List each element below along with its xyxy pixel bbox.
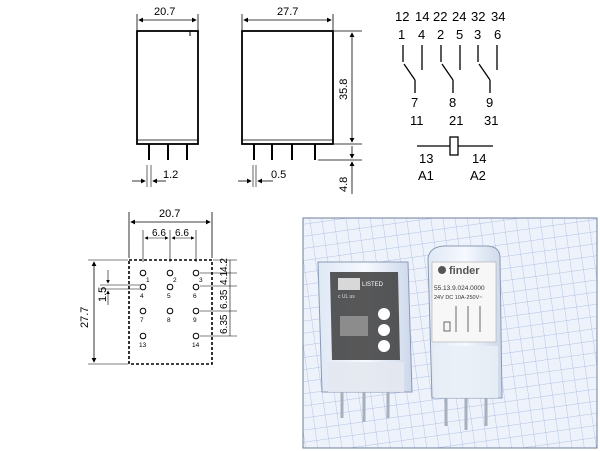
top-pin-12: 12 [395,9,409,24]
product-photo: LISTED c UL us finder 55.13.9.024.0000 2… [302,217,598,449]
pad-1: 1 [146,277,150,284]
contact-pin-9: 9 [486,95,493,110]
left-ul-text: c UL us [338,294,355,300]
contact-pin-7: 7 [411,95,418,110]
pin-21: 21 [449,113,463,128]
top-pin-24: 24 [452,9,466,24]
height-label: 35.8 [338,79,350,100]
coil-a2: A2 [470,168,486,183]
pin-length-label: 4.8 [338,177,350,192]
spec-text: 24V DC 10A-250V~ [434,295,482,301]
pad-5: 5 [167,293,171,300]
contact-pin-8: 8 [449,95,456,110]
front-width-label: 20.7 [154,6,175,18]
coil-symbol [449,136,459,156]
brand-text: finder [449,265,480,277]
top-pin-22: 22 [433,9,447,24]
bottom-width-label: 20.7 [159,208,180,220]
pad-14: 14 [192,342,200,349]
side-view: 27.7 0.5 35.8 4.8 [238,6,362,194]
side-width-label: 27.7 [277,6,298,18]
front-body [136,30,199,145]
pin-1: 1 [398,27,405,42]
top-pin-32: 32 [471,9,485,24]
pitch-b-label: 6.6 [175,228,189,239]
pin-6: 6 [494,27,501,42]
pin-width-label: 0.5 [271,169,286,181]
relay-left: LISTED c UL us [317,261,413,422]
top-pin-14: 14 [415,9,429,24]
left-listed-text: LISTED [362,282,384,288]
pin-11: 11 [410,113,424,128]
pad-2: 2 [173,277,177,284]
bottom-view: 20.7 6.6 6.6 27.7 1.5 4.2 4.1 6.35 6.35 [79,208,237,365]
right-dim-2: 4.1 [219,271,230,285]
pad-3: 3 [199,277,203,284]
pin-5: 5 [456,27,463,42]
pad-9: 9 [193,317,197,324]
bottom-outline [128,259,213,365]
right-dim-3: 6.35 [219,289,230,309]
pin-pitch-label: 1.2 [163,169,178,181]
pad-7: 7 [140,317,144,324]
pin-3: 3 [474,27,481,42]
pin-4: 4 [418,27,425,42]
coil-pin-14: 14 [472,151,486,166]
bottom-length-label: 27.7 [79,307,91,328]
coil-a1: A1 [418,168,434,183]
pin-31: 31 [484,113,498,128]
coil-pin-13: 13 [419,151,433,166]
side-body [241,30,334,145]
relay-right: finder 55.13.9.024.0000 24V DC 10A-250V~ [427,245,503,430]
right-dim-4: 6.35 [219,314,230,334]
right-dim-1: 4.2 [219,258,230,272]
pad-8: 8 [167,317,171,324]
top-pin-34: 34 [491,9,505,24]
pitch-a-label: 6.6 [152,228,166,239]
pad-4: 4 [140,293,144,300]
contact-schematic: 12 14 22 24 32 34 1 4 2 5 3 6 7 8 9 11 2… [395,9,505,183]
pad-13: 13 [139,342,147,349]
model-text: 55.13.9.024.0000 [434,285,485,292]
small-dim-label: 1.5 [97,287,109,302]
pin-2: 2 [437,27,444,42]
pad-6: 6 [193,293,197,300]
front-view: 20.7 1.2 [132,6,199,187]
